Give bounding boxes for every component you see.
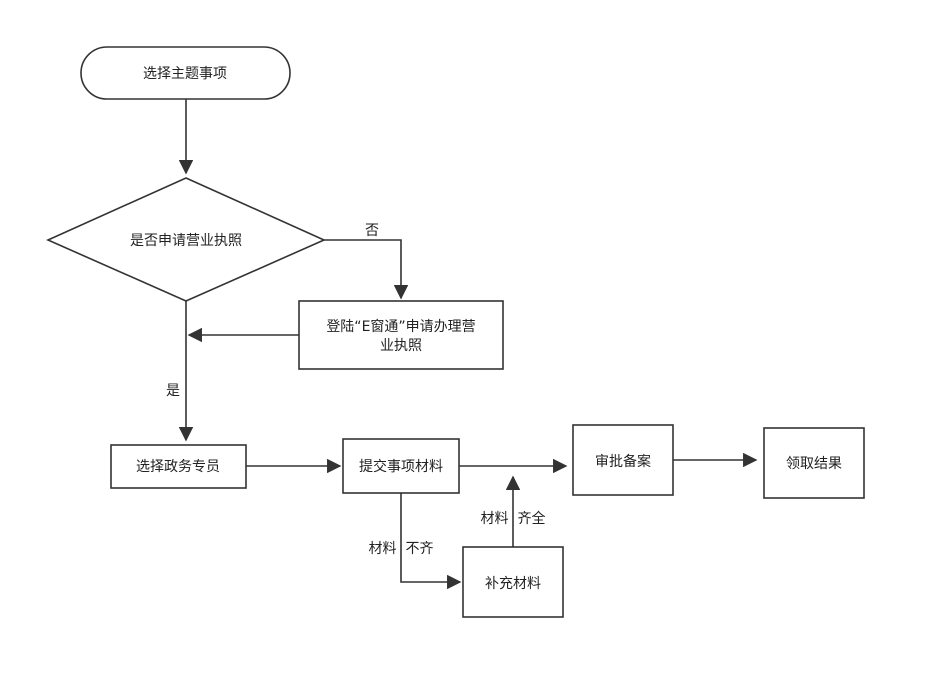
node-login-e-window: 登陆“E窗通”申请办理营 业执照: [298, 300, 504, 370]
node-get-result: 领取结果: [763, 427, 865, 499]
node-login-label-line2: 业执照: [380, 338, 422, 354]
node-select-topic-label: 选择主题事项: [143, 66, 227, 82]
node-apply-license-decision: 是否申请营业执照: [46, 177, 326, 302]
node-approve-label: 审批备案: [595, 453, 651, 470]
node-supplement: 补充材料: [462, 546, 564, 618]
node-select-staff: 选择政务专员: [110, 444, 247, 489]
node-submit-materials-label: 提交事项材料: [359, 458, 443, 475]
node-approve: 审批备案: [572, 424, 674, 496]
edge-label-yes: 是: [166, 383, 180, 399]
node-submit-materials: 提交事项材料: [342, 438, 460, 494]
edge-decision-no: [324, 239, 409, 300]
edge-submit-to-supplement: [400, 493, 462, 590]
node-select-topic: 选择主题事项: [80, 46, 291, 100]
edge-label-no: 否: [365, 223, 379, 239]
node-apply-license-label: 是否申请营业执照: [130, 233, 242, 249]
node-get-result-label: 领取结果: [786, 456, 842, 472]
edge-label-incomplete: 材料 不齐: [369, 541, 434, 557]
edge-label-complete: 材料 齐全: [481, 510, 546, 527]
node-select-staff-label: 选择政务专员: [136, 459, 220, 475]
node-login-label-line1: 登陆“E窗通”申请办理营: [326, 318, 475, 335]
node-supplement-label: 补充材料: [485, 576, 541, 592]
